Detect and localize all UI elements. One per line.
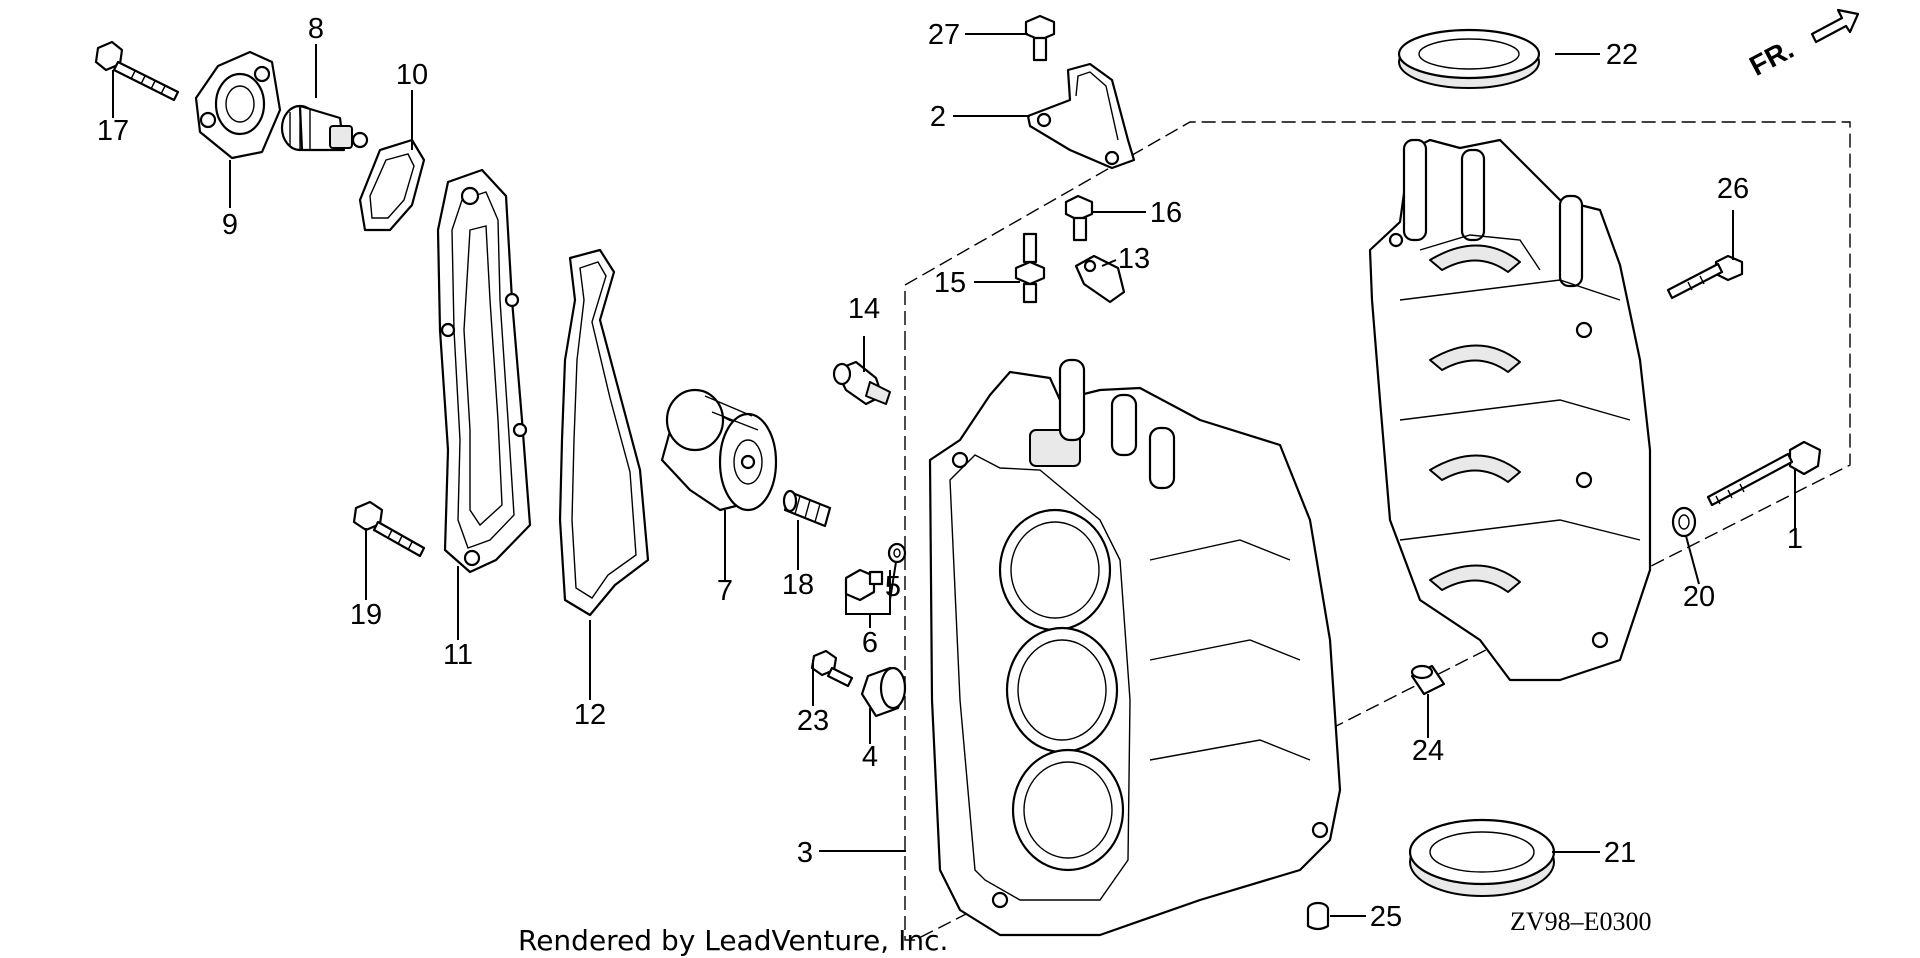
- callout-5: 5: [885, 571, 901, 603]
- credit-text: Rendered by LeadVenture, Inc.: [518, 924, 948, 957]
- part-25-dowel: [1306, 901, 1330, 931]
- part-23-bolt: [810, 649, 854, 688]
- part-1-bolt: [1706, 440, 1822, 507]
- part-4-collar: [860, 666, 907, 718]
- part-22-oil-seal: [1397, 28, 1541, 89]
- part-2-bracket: [1026, 62, 1136, 170]
- callout-15: 15: [934, 267, 966, 299]
- part-26-bolt: [1666, 254, 1744, 300]
- part-3-cylinder-block: [928, 358, 1342, 937]
- callout-20: 20: [1683, 581, 1715, 613]
- callout-27: 27: [928, 19, 960, 51]
- callout-24: 24: [1412, 735, 1444, 767]
- part-5-washer: [887, 542, 907, 564]
- part-13-plate: [1074, 254, 1126, 304]
- callout-9: 9: [222, 209, 238, 241]
- part-11-cover: [436, 168, 532, 574]
- part-12-gasket: [558, 248, 650, 617]
- callout-18: 18: [782, 569, 814, 601]
- part-6-plug: [844, 568, 884, 602]
- callout-11: 11: [443, 639, 473, 671]
- callout-14: 14: [848, 293, 880, 325]
- part-14-pressure-switch: [832, 360, 891, 406]
- callout-8: 8: [308, 13, 324, 45]
- front-direction-label: FR.: [1744, 33, 1798, 82]
- part-21-oil-seal: [1408, 818, 1556, 897]
- callout-21: 21: [1604, 837, 1636, 869]
- part-19-bolt: [352, 500, 426, 558]
- diagram-code: ZV98–E0300: [1510, 907, 1652, 936]
- part-7-oil-filter: [660, 388, 778, 512]
- part-16-bolt: [1064, 194, 1094, 242]
- crankcase-half: [1368, 138, 1652, 682]
- callout-19: 19: [350, 599, 382, 631]
- callout-2: 2: [930, 101, 946, 133]
- callout-12: 12: [574, 699, 606, 731]
- callout-10: 10: [396, 59, 428, 91]
- part-9-thermostat-cover: [194, 50, 282, 160]
- part-20-washer: [1671, 506, 1697, 538]
- part-15-stud: [1014, 232, 1046, 304]
- callout-4: 4: [862, 741, 878, 773]
- callout-numbers: 1 2 3 4 5 6 7 8 9 10 11 12 13 14 15 16 1…: [97, 13, 1803, 933]
- part-8-thermostat: [280, 104, 369, 152]
- callout-7: 7: [717, 575, 733, 607]
- leader-lines: [112, 33, 1796, 917]
- callout-17: 17: [97, 115, 129, 147]
- part-24-dowel: [1410, 664, 1446, 696]
- callout-26: 26: [1717, 173, 1749, 205]
- part-27-bolt: [1024, 14, 1056, 62]
- callout-22: 22: [1606, 39, 1638, 71]
- part-17-bolt: [94, 40, 180, 102]
- callout-6: 6: [862, 627, 878, 659]
- callout-23: 23: [797, 705, 829, 737]
- part-10-gasket: [358, 138, 426, 232]
- callout-13: 13: [1118, 243, 1150, 275]
- callout-16: 16: [1150, 197, 1182, 229]
- part-18-stud: [782, 489, 832, 528]
- assembly-boundary: [904, 121, 1851, 941]
- callout-25: 25: [1370, 901, 1402, 933]
- callout-3: 3: [797, 837, 813, 869]
- front-direction-arrow: FR.: [1744, 8, 1860, 82]
- callout-1: 1: [1787, 523, 1803, 555]
